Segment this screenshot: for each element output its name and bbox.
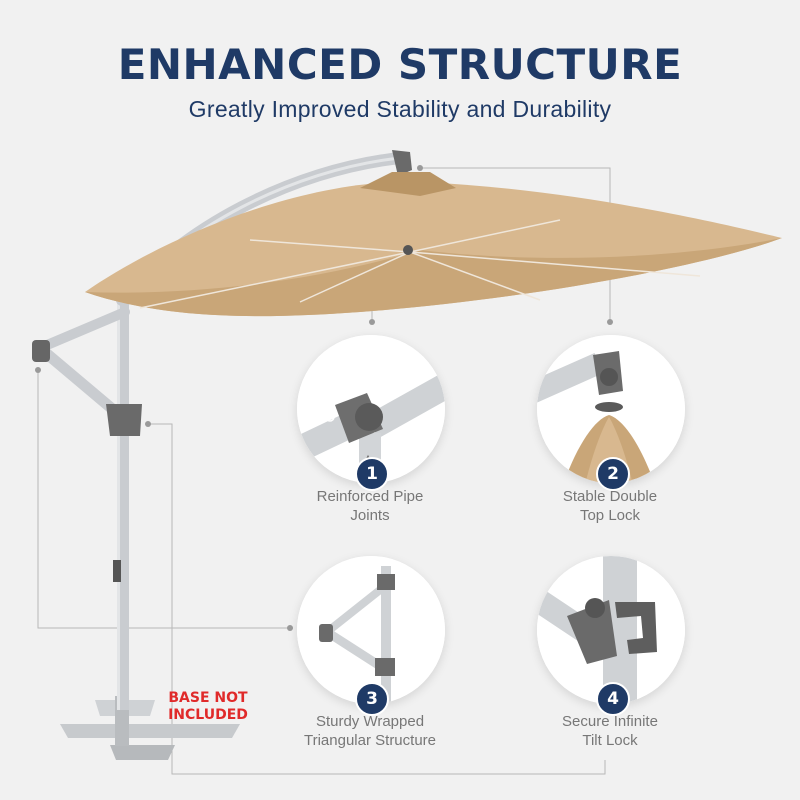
feature-number-1: 1: [355, 457, 389, 491]
feature-number-3: 3: [355, 682, 389, 716]
svg-text:▴: ▴: [366, 452, 370, 461]
feature-circle-triangular-structure: [297, 556, 445, 704]
feature-caption-3-line2: Triangular Structure: [304, 732, 436, 749]
feature-caption-4: Secure Infinite Tilt Lock: [515, 712, 705, 750]
feature-number-4: 4: [596, 682, 630, 716]
page-title: ENHANCED STRUCTURE: [117, 40, 683, 89]
base-note-line1: BASE NOT: [168, 690, 248, 706]
feature-caption-4-line2: Tilt Lock: [582, 732, 638, 749]
feature-caption-1-line1: Reinforced Pipe: [316, 488, 424, 505]
feature-number-2: 2: [596, 457, 630, 491]
feature-caption-1: Reinforced Pipe Joints: [275, 487, 465, 525]
feature-caption-3: Sturdy Wrapped Triangular Structure: [275, 712, 465, 750]
base-not-included-note: BASE NOT INCLUDED: [158, 690, 258, 724]
feature-caption-2: Stable Double Top Lock: [515, 487, 705, 525]
feature-caption-2-line1: Stable Double: [562, 488, 658, 505]
base-note-line2: INCLUDED: [168, 707, 248, 723]
page-subtitle: Greatly Improved Stability and Durabilit…: [188, 96, 612, 122]
canopy: [85, 172, 782, 317]
cross-base: [60, 696, 240, 760]
feature-circle-tilt-lock: [537, 556, 685, 704]
feature-caption-1-line2: Joints: [350, 507, 390, 524]
feature-caption-4-line1: Secure Infinite: [562, 713, 658, 730]
feature-caption-3-line1: Sturdy Wrapped: [315, 713, 425, 730]
feature-caption-2-line2: Top Lock: [579, 507, 641, 524]
